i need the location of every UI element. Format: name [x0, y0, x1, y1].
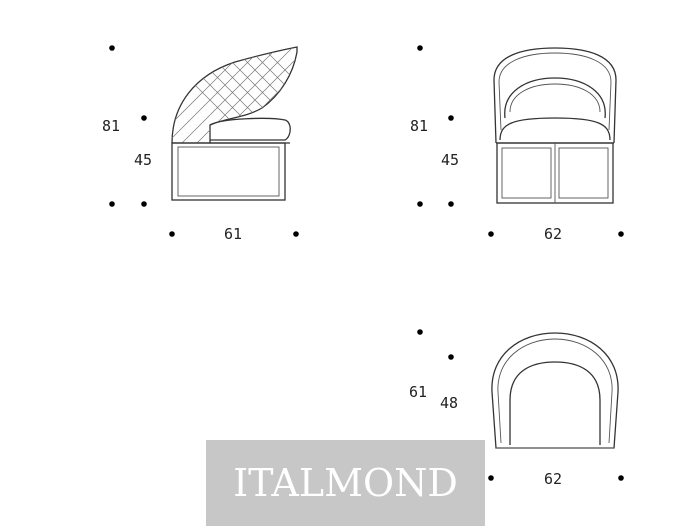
top-view-marker: [417, 329, 423, 335]
side-view-chair: [171, 46, 298, 201]
top-view-marker: [448, 354, 454, 360]
side-depth-label: 61: [224, 225, 242, 243]
side-view-marker: [141, 201, 147, 207]
front-view-chair: [493, 47, 617, 204]
side-view-marker: [109, 201, 115, 207]
front-view-marker: [448, 115, 454, 121]
top-seat-depth-label: 48: [440, 394, 458, 412]
top-view-chair: [491, 332, 619, 449]
side-view-marker: [109, 45, 115, 51]
top-view-marker: [488, 475, 494, 481]
side-view-marker: [169, 231, 175, 237]
top-view-marker: [618, 475, 624, 481]
top-depth-label: 61: [409, 383, 427, 401]
front-view-marker: [618, 231, 624, 237]
front-width-label: 62: [544, 225, 562, 243]
side-view-marker: [293, 231, 299, 237]
watermark-logo: ITALMOND: [206, 440, 485, 526]
side-view: 81 45 61: [102, 45, 299, 243]
side-view-marker: [141, 115, 147, 121]
front-view-marker: [417, 45, 423, 51]
front-view: 81 45 62: [410, 45, 624, 243]
front-view-marker: [417, 201, 423, 207]
front-view-marker: [448, 201, 454, 207]
side-seat-height-label: 45: [134, 151, 152, 169]
watermark-text: ITALMOND: [233, 461, 458, 505]
front-seat-height-label: 45: [441, 151, 459, 169]
side-height-label: 81: [102, 117, 120, 135]
front-view-marker: [488, 231, 494, 237]
top-width-label: 62: [544, 470, 562, 488]
front-height-label: 81: [410, 117, 428, 135]
